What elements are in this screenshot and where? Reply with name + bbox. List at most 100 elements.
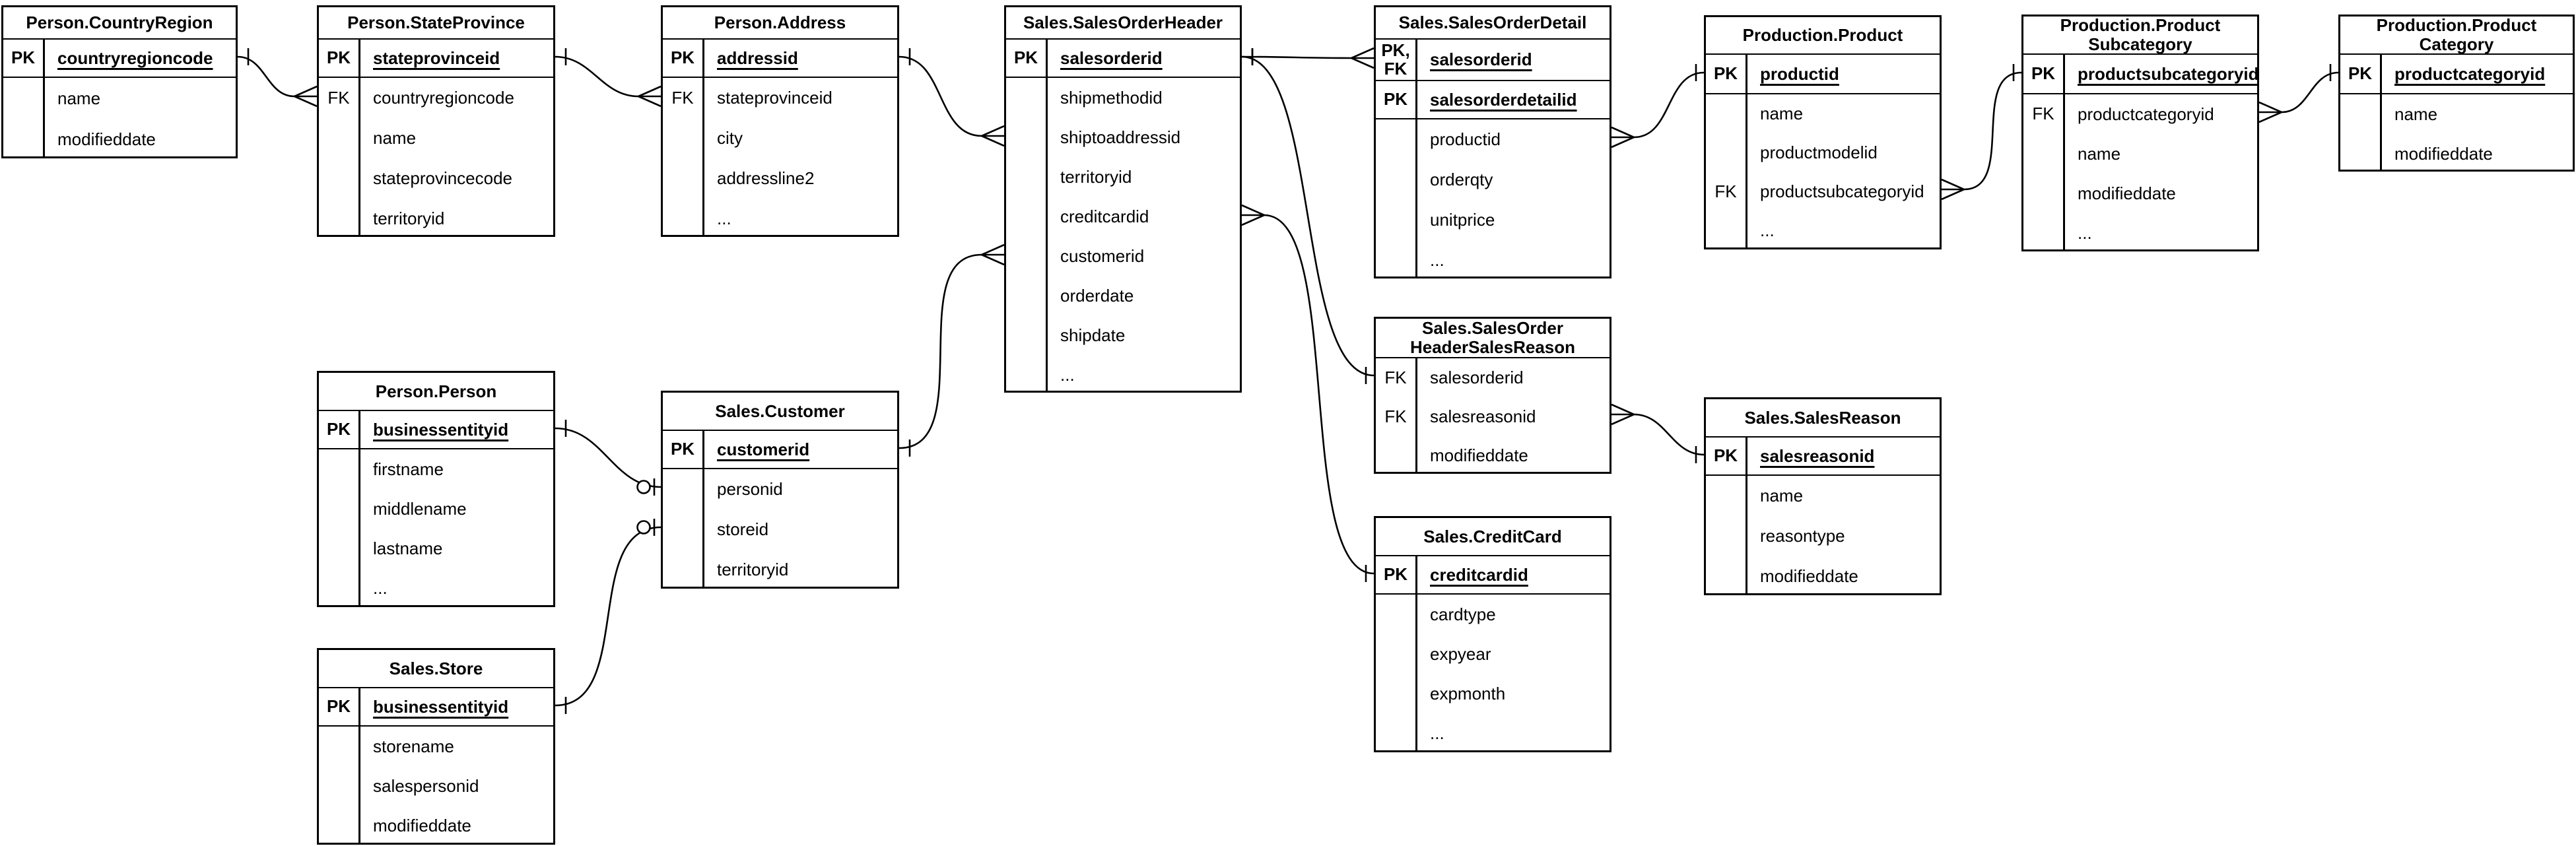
table-row[interactable]: shipdate xyxy=(1006,315,1240,355)
connector-store-customer[interactable] xyxy=(555,519,661,714)
table-row[interactable]: productmodelid xyxy=(1706,133,1940,172)
table-row[interactable]: lastname xyxy=(319,529,553,568)
table-row[interactable]: name xyxy=(3,78,236,119)
table-row[interactable]: name xyxy=(1706,476,1940,516)
table-row[interactable]: shipmethodid xyxy=(1006,78,1240,117)
connector-salesorderdetail-product[interactable] xyxy=(1611,64,1705,148)
connector-product-productsubcategory[interactable] xyxy=(1941,64,2022,201)
table-title[interactable]: Sales.SalesReason xyxy=(1706,399,1940,438)
table-title[interactable]: Sales.Customer xyxy=(663,393,897,431)
table-row[interactable]: modifieddate xyxy=(1376,436,1610,472)
table-row[interactable]: ... xyxy=(1376,240,1610,277)
table-row[interactable]: customerid xyxy=(1006,236,1240,276)
table-row[interactable]: unitprice xyxy=(1376,200,1610,240)
table-row[interactable]: name xyxy=(2023,134,2257,174)
table-row[interactable]: orderqty xyxy=(1376,160,1610,200)
table-row[interactable]: name xyxy=(319,118,553,158)
table-row[interactable]: shiptoaddressid xyxy=(1006,117,1240,157)
connector-person-customer[interactable] xyxy=(555,420,661,496)
table-row[interactable]: territoryid xyxy=(663,550,897,587)
table-row[interactable]: city xyxy=(663,118,897,158)
table-row[interactable]: name xyxy=(2340,94,2573,134)
table-title[interactable]: Production.Product xyxy=(1706,17,1940,55)
table-row[interactable]: name xyxy=(1706,94,1940,133)
table-row[interactable]: middlename xyxy=(319,489,553,529)
connector-customer-salesorderheader[interactable] xyxy=(898,244,1005,457)
table-row[interactable]: modifieddate xyxy=(1706,556,1940,593)
table-row[interactable]: productid xyxy=(1376,119,1610,160)
table-row[interactable]: modifieddate xyxy=(2340,134,2573,170)
table-row[interactable]: territoryid xyxy=(319,199,553,235)
table-row[interactable]: ... xyxy=(1376,713,1610,750)
connector-stateprovince-address[interactable] xyxy=(555,48,661,108)
connector-salesorderheader-creditcard[interactable] xyxy=(1241,204,1374,582)
table-row[interactable]: ... xyxy=(1006,355,1240,391)
table-row[interactable]: addressline2 xyxy=(663,158,897,199)
table-row[interactable]: modifieddate xyxy=(3,119,236,156)
table-row[interactable]: orderdate xyxy=(1006,276,1240,315)
table-title[interactable]: Sales.Store xyxy=(319,650,553,688)
table-row[interactable]: ... xyxy=(1706,211,1940,247)
table-row[interactable]: reasontype xyxy=(1706,516,1940,556)
table-row[interactable]: ... xyxy=(2023,213,2257,249)
table-row[interactable]: firstname xyxy=(319,449,553,489)
connector-address-salesorderheader[interactable] xyxy=(898,48,1005,147)
connector-countryregion-stateprovince[interactable] xyxy=(237,48,318,108)
connector-productsubcategory-productcategory[interactable] xyxy=(2258,64,2339,123)
connector-salesorderheader-headersalesreason[interactable] xyxy=(1241,48,1374,384)
table-title[interactable]: Sales.SalesOrderDetail xyxy=(1376,7,1610,40)
table-row[interactable]: salespersonid xyxy=(319,766,553,806)
table-row[interactable]: expyear xyxy=(1376,634,1610,674)
table-row[interactable]: expmonth xyxy=(1376,674,1610,713)
table-row[interactable]: stateprovincecode xyxy=(319,158,553,199)
table-row[interactable]: personid xyxy=(663,469,897,509)
table-title[interactable]: Person.CountryRegion xyxy=(3,7,236,40)
table-row[interactable]: storename xyxy=(319,727,553,766)
table-row[interactable]: ... xyxy=(319,568,553,605)
table-title[interactable]: Person.Person xyxy=(319,373,553,411)
table-row[interactable]: creditcardid xyxy=(1006,197,1240,236)
connector-headersalesreason-salesreason[interactable] xyxy=(1611,403,1705,463)
table-row[interactable]: territoryid xyxy=(1006,157,1240,197)
table-title[interactable]: Person.Address xyxy=(663,7,897,40)
table-title[interactable]: Sales.SalesOrderHeader xyxy=(1006,7,1240,40)
table-row[interactable]: storeid xyxy=(663,509,897,550)
table-row[interactable]: modifieddate xyxy=(319,806,553,843)
table-row[interactable]: modifieddate xyxy=(2023,174,2257,213)
